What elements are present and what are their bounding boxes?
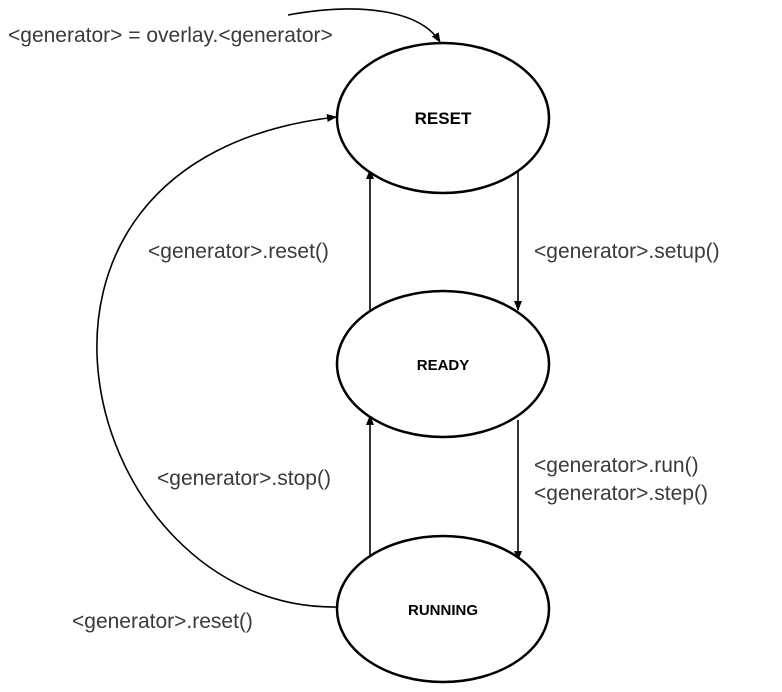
- stop-label: <generator>.stop(): [157, 467, 331, 490]
- running-reset-label: <generator>.reset(): [72, 610, 253, 633]
- state-ready-label: READY: [417, 357, 470, 374]
- init-label: <generator> = overlay.<generator>: [8, 24, 333, 47]
- init-arrow: [287, 8, 441, 43]
- ready-reset-label: <generator>.reset(): [148, 240, 329, 263]
- state-reset-label: RESET: [415, 109, 472, 128]
- state-running-label: RUNNING: [408, 602, 478, 619]
- running-reset-arrow: [96, 114, 337, 608]
- state-ready: READY: [335, 289, 551, 439]
- setup-label: <generator>.setup(): [534, 240, 720, 263]
- state-running: RUNNING: [335, 534, 551, 684]
- step-label: <generator>.step(): [534, 482, 708, 505]
- state-reset: RESET: [335, 41, 551, 195]
- run-label: <generator>.run(): [534, 454, 699, 477]
